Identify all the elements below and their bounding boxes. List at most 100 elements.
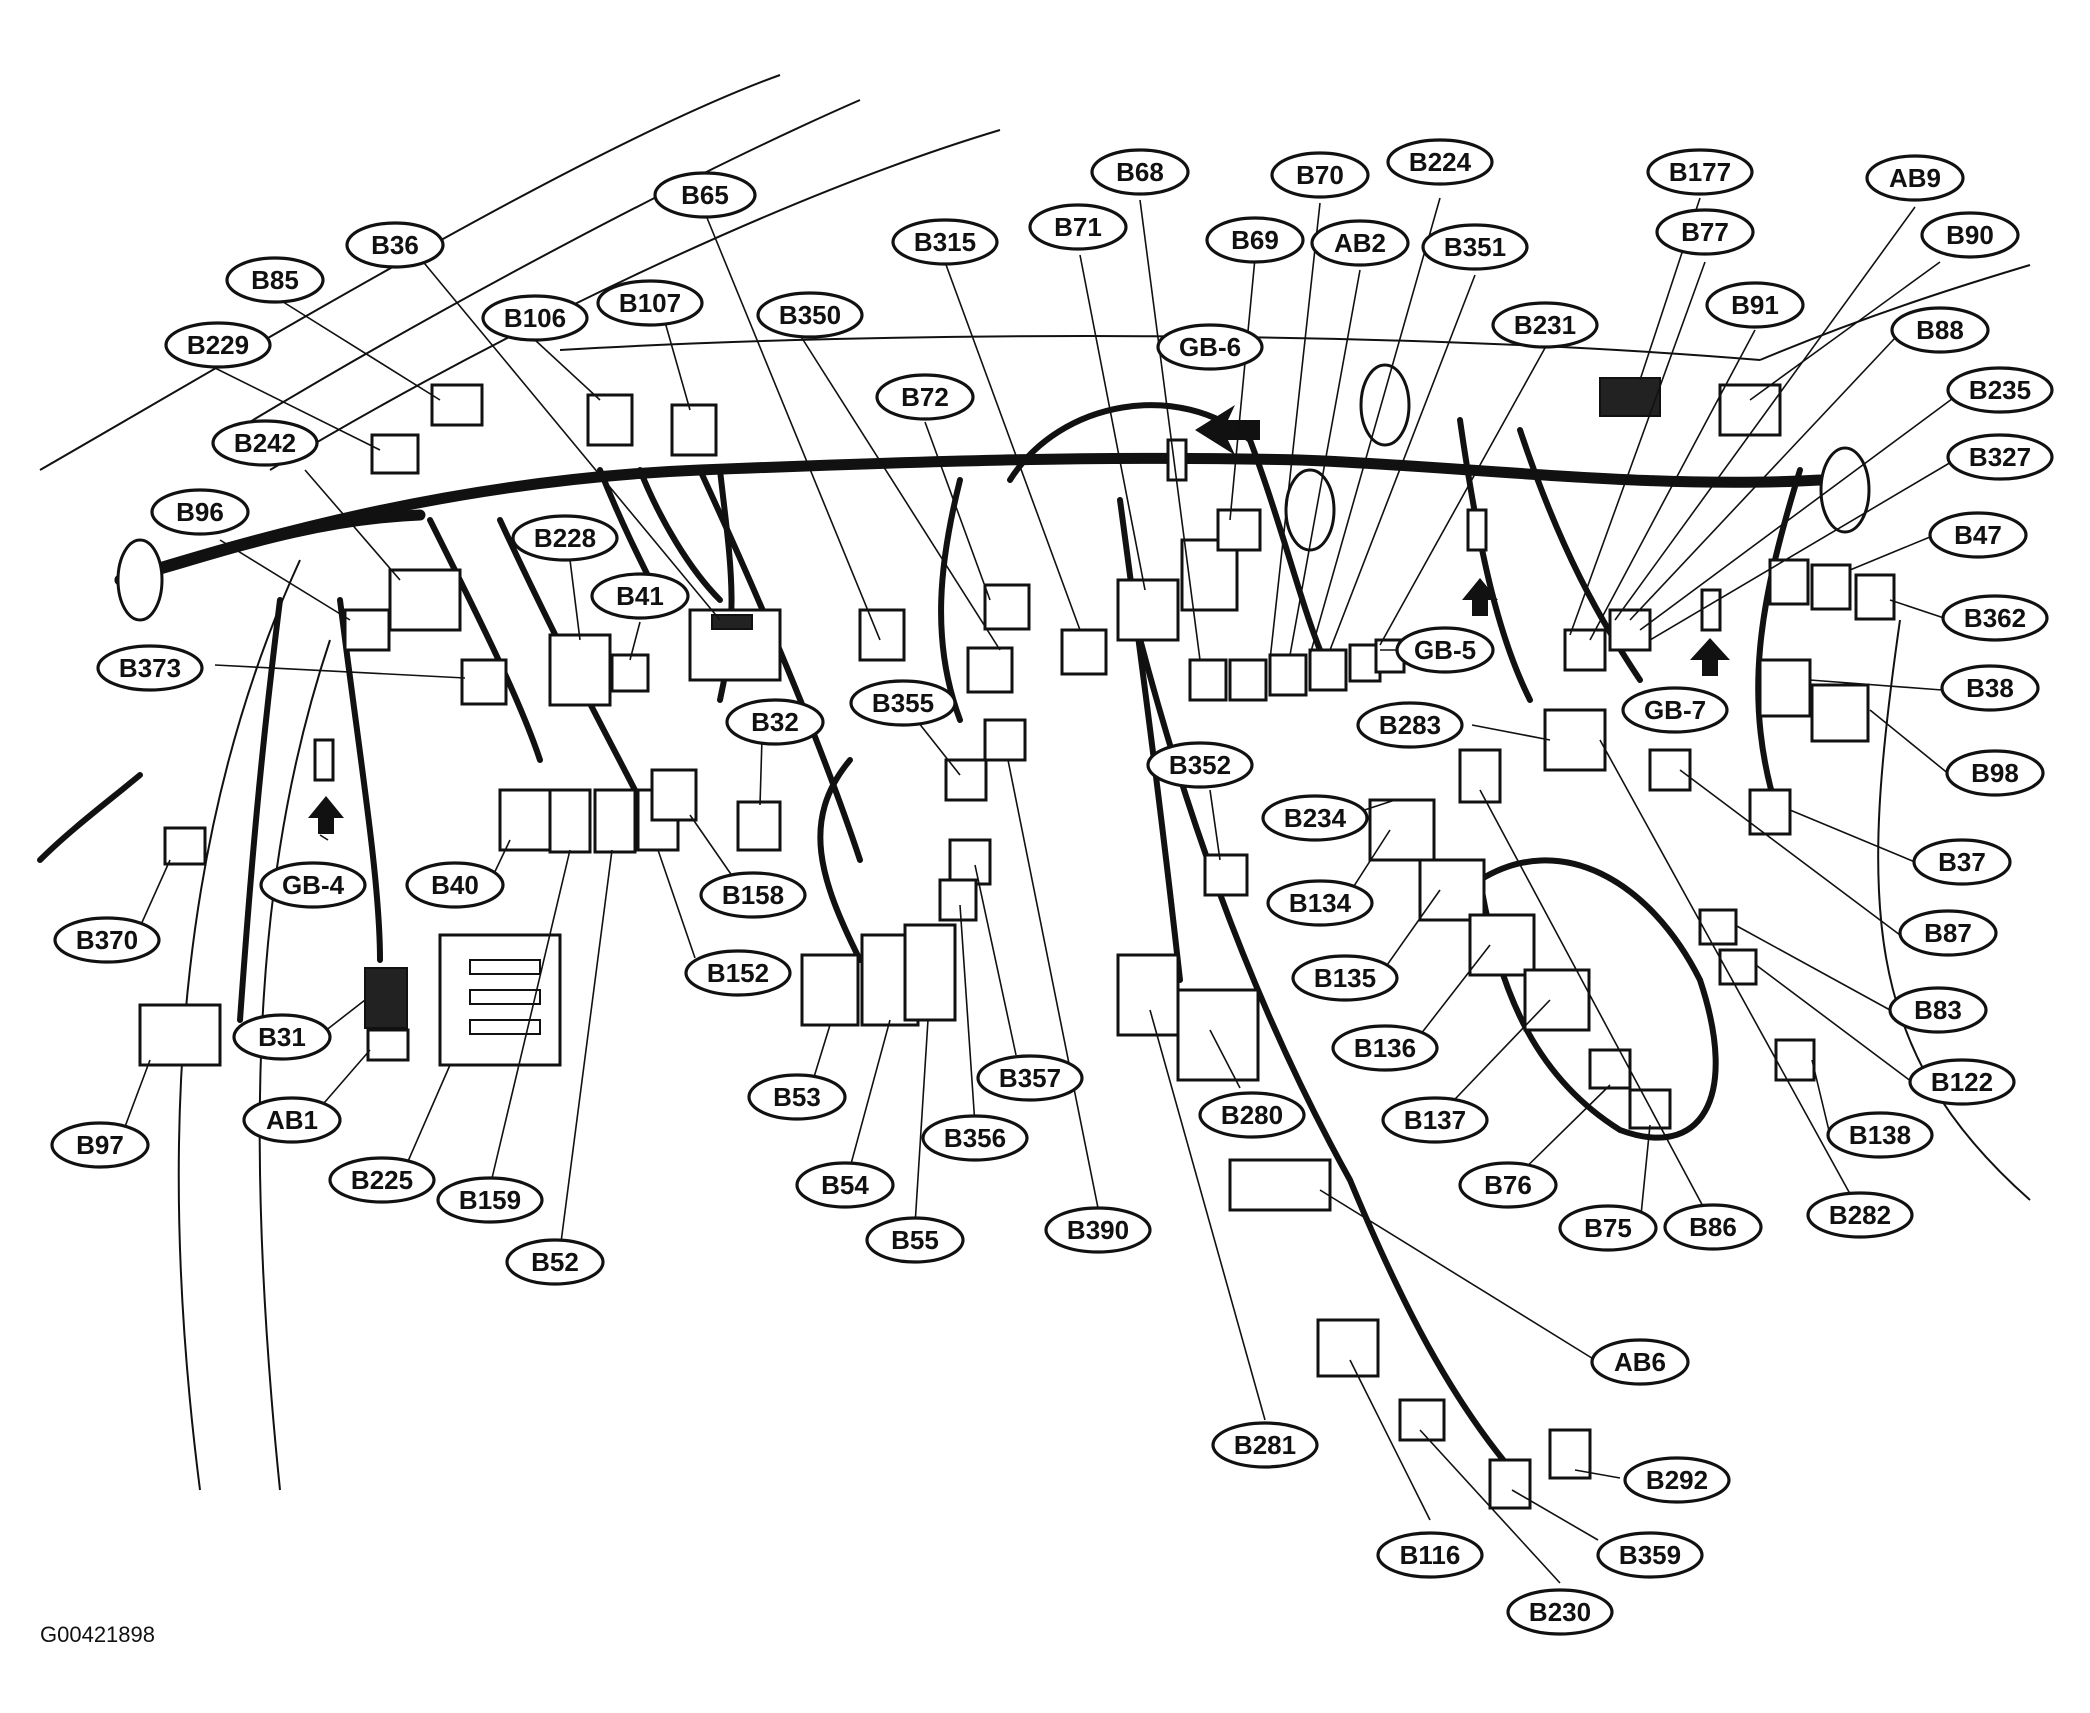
svg-text:B224: B224	[1409, 147, 1472, 177]
svg-text:AB6: AB6	[1614, 1347, 1666, 1377]
conn-b230	[1398, 1398, 1446, 1442]
conn-b315	[1060, 628, 1108, 676]
conn-b41	[610, 653, 650, 693]
label-b351: B351	[1421, 223, 1529, 271]
label-b152: B152	[684, 949, 792, 997]
label-b47: B47	[1928, 511, 2028, 559]
conn-b390	[983, 718, 1027, 762]
label-b134: B134	[1266, 879, 1374, 927]
svg-text:B134: B134	[1289, 888, 1352, 918]
label-b75: B75	[1558, 1204, 1658, 1252]
label-b106: B106	[481, 294, 589, 342]
svg-text:B390: B390	[1067, 1215, 1129, 1245]
svg-text:GB-5: GB-5	[1414, 635, 1476, 665]
label-b224: B224	[1386, 138, 1494, 186]
label-b77: B77	[1655, 208, 1755, 256]
conn-b52	[593, 788, 637, 854]
label-b71: B71	[1028, 203, 1128, 251]
svg-text:B87: B87	[1924, 918, 1972, 948]
svg-text:B356: B356	[944, 1123, 1006, 1153]
callout-labels: B65 B36 B85 B106 B107 B229 B242 B96 B373…	[50, 138, 2054, 1636]
label-b97: B97	[50, 1121, 150, 1169]
label-b38: B38	[1940, 664, 2040, 712]
svg-text:B242: B242	[234, 428, 296, 458]
conn-b359	[1488, 1458, 1532, 1510]
conn-b292	[1548, 1428, 1592, 1480]
conn-b32	[736, 800, 782, 852]
label-b357: B357	[976, 1054, 1084, 1102]
svg-text:B122: B122	[1931, 1067, 1993, 1097]
svg-text:B152: B152	[707, 958, 769, 988]
svg-text:B96: B96	[176, 497, 224, 527]
label-ab6: AB6	[1590, 1338, 1690, 1386]
label-ab1: AB1	[242, 1096, 342, 1144]
label-b234: B234	[1261, 794, 1369, 842]
svg-text:B65: B65	[681, 180, 729, 210]
label-b159: B159	[436, 1176, 544, 1224]
conn-b242	[388, 568, 462, 632]
connectors	[138, 377, 1896, 1510]
label-ab2: AB2	[1310, 219, 1410, 267]
label-b136: B136	[1331, 1024, 1439, 1072]
conn-b280	[1176, 988, 1260, 1082]
conn-b37	[1748, 788, 1792, 836]
svg-text:B137: B137	[1404, 1105, 1466, 1135]
label-b107: B107	[596, 279, 704, 327]
svg-text:B36: B36	[371, 230, 419, 260]
svg-text:B355: B355	[872, 688, 934, 718]
label-gb5: GB-5	[1395, 626, 1495, 674]
label-b352: B352	[1146, 741, 1254, 789]
conn-b47-a	[1768, 558, 1810, 606]
svg-text:AB1: AB1	[266, 1105, 318, 1135]
svg-text:B37: B37	[1938, 847, 1986, 877]
label-b283: B283	[1356, 701, 1464, 749]
svg-text:B88: B88	[1916, 315, 1964, 345]
label-b292: B292	[1623, 1456, 1731, 1504]
label-b65: B65	[653, 171, 757, 219]
svg-text:B98: B98	[1971, 758, 2019, 788]
label-b68: B68	[1090, 148, 1190, 196]
svg-text:B75: B75	[1584, 1213, 1632, 1243]
conn-b31	[364, 967, 408, 1029]
conn-b85	[430, 383, 484, 427]
svg-text:B362: B362	[1964, 603, 2026, 633]
svg-text:B69: B69	[1231, 225, 1279, 255]
svg-text:B91: B91	[1731, 290, 1779, 320]
label-b137: B137	[1381, 1096, 1489, 1144]
conn-b40	[498, 788, 558, 852]
label-b88: B88	[1890, 306, 1990, 354]
svg-text:B116: B116	[1400, 1540, 1461, 1570]
svg-text:AB9: AB9	[1889, 163, 1941, 193]
label-b280: B280	[1198, 1091, 1306, 1139]
conn-b91	[1563, 628, 1607, 672]
svg-text:B370: B370	[76, 925, 138, 955]
svg-text:B352: B352	[1169, 750, 1231, 780]
svg-text:B70: B70	[1296, 160, 1344, 190]
svg-text:B234: B234	[1284, 803, 1347, 833]
label-b98: B98	[1945, 749, 2045, 797]
label-b158: B158	[699, 871, 807, 919]
svg-text:B231: B231	[1514, 310, 1576, 340]
conn-b69	[1216, 508, 1262, 552]
conn-b283b	[1458, 748, 1502, 804]
label-b85: B85	[225, 256, 325, 304]
conn-b98	[1810, 683, 1870, 743]
svg-text:B283: B283	[1379, 710, 1441, 740]
svg-text:B350: B350	[779, 300, 841, 330]
label-b235: B235	[1946, 366, 2054, 414]
label-b91: B91	[1705, 281, 1805, 329]
svg-text:GB-7: GB-7	[1644, 695, 1706, 725]
conn-b224-c	[1268, 653, 1308, 697]
label-b231: B231	[1491, 301, 1599, 349]
conn-b224-d	[1308, 648, 1348, 692]
conn-b116	[1316, 1318, 1380, 1378]
svg-text:B55: B55	[891, 1225, 939, 1255]
svg-text:GB-6: GB-6	[1179, 332, 1241, 362]
label-b359: B359	[1596, 1531, 1704, 1579]
conn-b71	[1116, 578, 1180, 642]
conn-b283	[1543, 708, 1607, 772]
conn-b281	[1116, 953, 1180, 1037]
label-b370: B370	[53, 916, 161, 964]
label-b76: B76	[1458, 1161, 1558, 1209]
